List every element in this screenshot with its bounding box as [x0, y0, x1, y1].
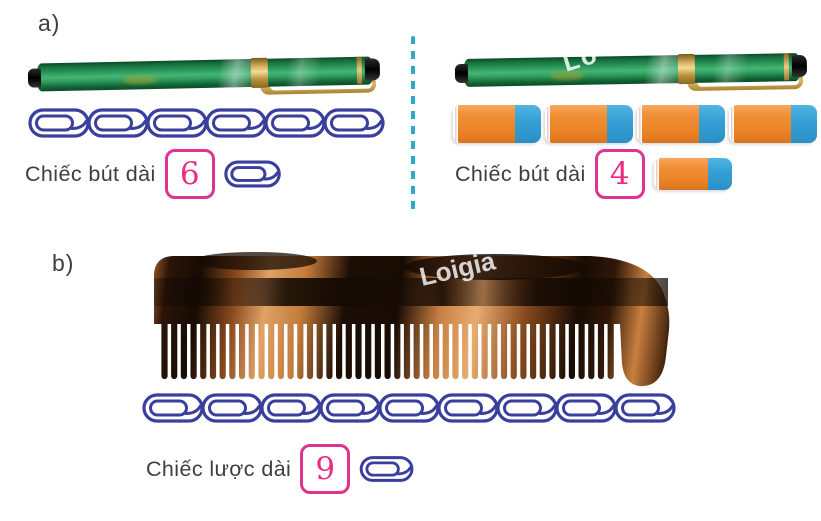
- eraser-sleeve-edge: [453, 105, 458, 143]
- pen-gold-ring: [783, 53, 790, 81]
- eraser-sleeve-edge: [729, 105, 734, 143]
- answer-number: 6: [179, 155, 200, 192]
- paperclip-icon: [201, 392, 264, 424]
- comb-blotch-right: [405, 254, 585, 280]
- paperclip-row-b: [142, 392, 677, 424]
- eraser-blue-part: [790, 105, 817, 143]
- eraser-sleeve-edge: [637, 105, 642, 143]
- answer-box-b[interactable]: 9: [300, 444, 351, 494]
- pen-tip-left: [454, 63, 469, 84]
- eraser-blue-part: [698, 105, 725, 143]
- pen-image: Lo: [454, 38, 808, 101]
- comb-blotch-left: [193, 252, 317, 270]
- eraser-icon: [637, 105, 725, 143]
- eraser-row: [453, 105, 817, 143]
- eraser-blue-part: [514, 105, 541, 143]
- eraser-icon: [729, 105, 817, 143]
- eraser-icon: [653, 158, 732, 190]
- section-divider: [411, 36, 415, 210]
- eraser-orange-part: [658, 158, 709, 190]
- paperclip-row-a: [28, 107, 386, 139]
- comb-teeth: [161, 314, 614, 380]
- pen-tip-left: [27, 68, 42, 88]
- paperclip-icon: [223, 159, 282, 189]
- pen-barrel: [463, 53, 801, 87]
- eraser-orange-part: [550, 105, 607, 143]
- answer-box-a-left[interactable]: 6: [164, 149, 215, 199]
- paperclip-icon: [437, 392, 500, 424]
- pen-tip-right: [791, 54, 808, 78]
- paperclip-icon: [378, 392, 441, 424]
- caption-a-left: Chiếc bút dài 6: [25, 149, 282, 199]
- eraser-sleeve-edge: [545, 105, 550, 143]
- paperclip-icon: [264, 107, 327, 139]
- section-b-label: b): [52, 250, 75, 276]
- eraser-icon: [545, 105, 633, 143]
- paperclip-icon: [260, 392, 323, 424]
- pen-image: [27, 48, 381, 105]
- eraser-icon: [453, 105, 541, 143]
- eraser-blue-part: [708, 158, 732, 190]
- caption-text: Chiếc lược dài: [146, 456, 292, 481]
- paperclip-icon: [323, 107, 386, 139]
- paperclip-icon: [28, 107, 91, 139]
- pen-gold-band: [677, 53, 696, 85]
- paperclip-icon: [555, 392, 618, 424]
- section-a-label: a): [38, 10, 61, 36]
- pen-gold-ring: [356, 56, 363, 84]
- paperclip-icon: [146, 107, 209, 139]
- caption-text: Chiếc bút dài: [25, 161, 156, 186]
- paperclip-icon: [205, 107, 268, 139]
- answer-number: 4: [609, 155, 630, 192]
- paperclip-icon: [614, 392, 677, 424]
- caption-a-right: Chiếc bút dài 4: [455, 149, 732, 199]
- caption-text: Chiếc bút dài: [455, 161, 586, 186]
- eraser-orange-part: [642, 105, 699, 143]
- paperclip-icon: [359, 455, 415, 483]
- pen-gold-band: [250, 57, 269, 89]
- answer-number: 9: [315, 450, 336, 487]
- paperclip-icon: [319, 392, 382, 424]
- eraser-blue-part: [606, 105, 633, 143]
- caption-b: Chiếc lược dài 9: [146, 444, 415, 494]
- answer-box-a-right[interactable]: 4: [594, 149, 645, 199]
- eraser-orange-part: [734, 105, 791, 143]
- eraser-sleeve-edge: [653, 158, 659, 190]
- comb-image: Loigia: [150, 245, 672, 392]
- paperclip-icon: [87, 107, 150, 139]
- paperclip-icon: [496, 392, 559, 424]
- eraser-orange-part: [458, 105, 515, 143]
- pen-tip-right: [364, 58, 381, 81]
- paperclip-icon: [142, 392, 205, 424]
- comb-dark-band: [154, 278, 668, 306]
